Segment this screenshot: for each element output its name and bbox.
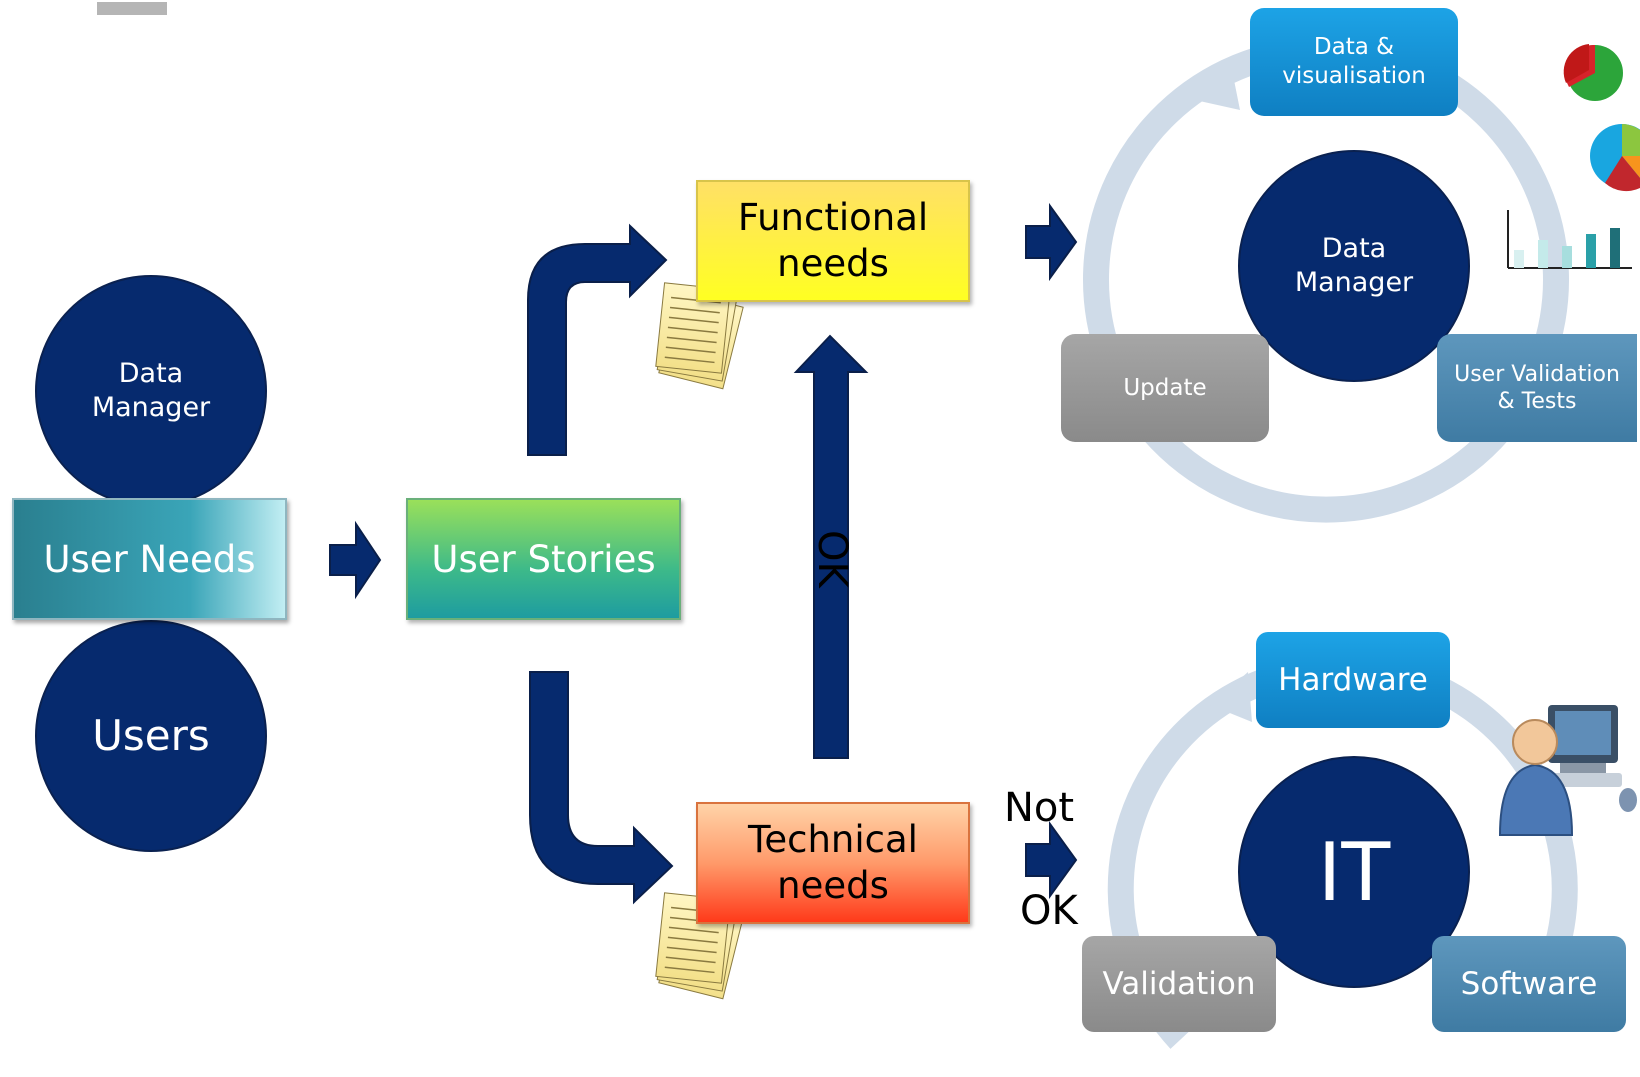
users-label: Users — [92, 710, 210, 760]
ring-arrowhead — [1210, 672, 1252, 722]
user-computer-icon — [1498, 705, 1637, 836]
up-arrow-ok — [793, 334, 869, 759]
technical-needs-label: Technical needs — [748, 817, 918, 907]
data-manager-circle: Data Manager — [35, 275, 267, 507]
validation-label: Validation — [1102, 966, 1256, 1002]
update-label: Update — [1123, 375, 1207, 401]
technical-needs-box: Technical needs — [696, 802, 970, 924]
ring-arrowhead — [1195, 60, 1240, 110]
validation-box: Validation — [1082, 936, 1276, 1032]
ok-label: OK — [809, 530, 855, 588]
pie-chart-icon — [1563, 44, 1623, 101]
update-box: Update — [1061, 334, 1269, 442]
curved-arrow-down-right — [529, 671, 674, 905]
hardware-label: Hardware — [1278, 662, 1428, 698]
not-label-text: Not — [1004, 785, 1075, 831]
curved-arrow-up-right — [527, 223, 668, 456]
data-visualisation-box: Data & visualisation — [1250, 8, 1458, 116]
user-needs-label: User Needs — [43, 537, 256, 581]
software-box: Software — [1432, 936, 1626, 1032]
right-arrow-icon — [1025, 202, 1078, 282]
not-label: Not — [1004, 785, 1074, 831]
user-stories-box: User Stories — [406, 498, 681, 620]
users-circle: Users — [35, 620, 267, 852]
right-arrow-icon — [1025, 820, 1078, 900]
user-validation-label: User Validation & Tests — [1454, 361, 1620, 415]
functional-needs-box: Functional needs — [696, 180, 970, 302]
user-validation-box: User Validation & Tests — [1437, 334, 1637, 442]
hardware-box: Hardware — [1256, 632, 1450, 728]
ok-label-text: OK — [809, 530, 855, 588]
data-visualisation-label: Data & visualisation — [1282, 34, 1426, 89]
functional-needs-label: Functional needs — [737, 195, 929, 285]
corner-tab — [97, 2, 167, 15]
user-stories-label: User Stories — [431, 537, 656, 581]
data-manager-label: Data Manager — [91, 358, 211, 423]
it-cycle-center-label: IT — [1317, 825, 1391, 919]
pie-chart-icon — [1590, 124, 1640, 192]
data-cycle-center: Data Manager — [1238, 150, 1470, 382]
right-arrow-icon — [329, 520, 382, 600]
not-ok-label-text: OK — [1020, 888, 1078, 934]
software-label: Software — [1460, 966, 1598, 1002]
it-cycle-center: IT — [1238, 756, 1470, 988]
bar-chart-icon — [1507, 210, 1632, 269]
data-cycle-center-label: Data Manager — [1294, 233, 1414, 298]
user-needs-box: User Needs — [12, 498, 287, 620]
document-stack-icon — [655, 282, 744, 390]
not-ok-label: OK — [1020, 888, 1078, 934]
